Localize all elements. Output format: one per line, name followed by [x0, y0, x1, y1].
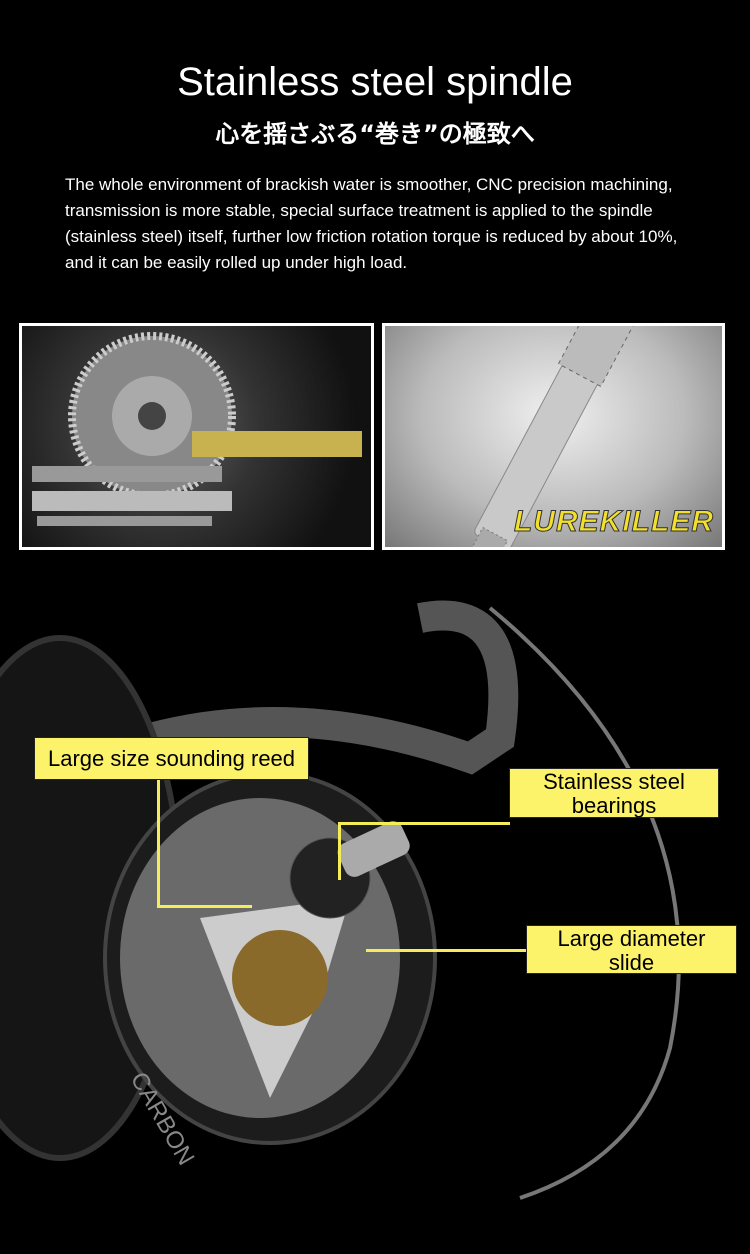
callout-line: Stainless steel: [543, 769, 685, 794]
callout-line: slide: [608, 950, 655, 975]
reel-photo: CARBON: [0, 598, 750, 1249]
spindle-illustration: [453, 326, 640, 547]
lurekiller-logo: LUREKILLER: [514, 505, 714, 539]
reel-illustration: CARBON: [0, 600, 681, 1200]
page-title: Stainless steel spindle: [177, 60, 573, 104]
reed-leader-line: [157, 905, 252, 908]
gear-illustration: [32, 332, 362, 526]
bearings-leader-line: [338, 822, 341, 880]
callout-line: Large diameter: [557, 926, 706, 951]
description-text: The whole environment of brackish water …: [65, 175, 678, 272]
bearings-leader-line: [338, 822, 510, 825]
japanese-subtitle: 心を揺さぶる“巻き”の極致へ: [215, 120, 535, 148]
callout-large-slide: Large diameter slide: [526, 925, 737, 975]
slide-leader-line: [366, 949, 527, 952]
callout-sounding-reed: Large size sounding reed: [34, 737, 309, 780]
callout-line: bearings: [571, 793, 657, 818]
spindle-photo: LUREKILLER: [382, 323, 725, 550]
callout-stainless-bearings: Stainless steel bearings: [509, 768, 719, 818]
gear-mechanism-photo: [19, 323, 374, 550]
reed-leader-line: [157, 779, 160, 907]
